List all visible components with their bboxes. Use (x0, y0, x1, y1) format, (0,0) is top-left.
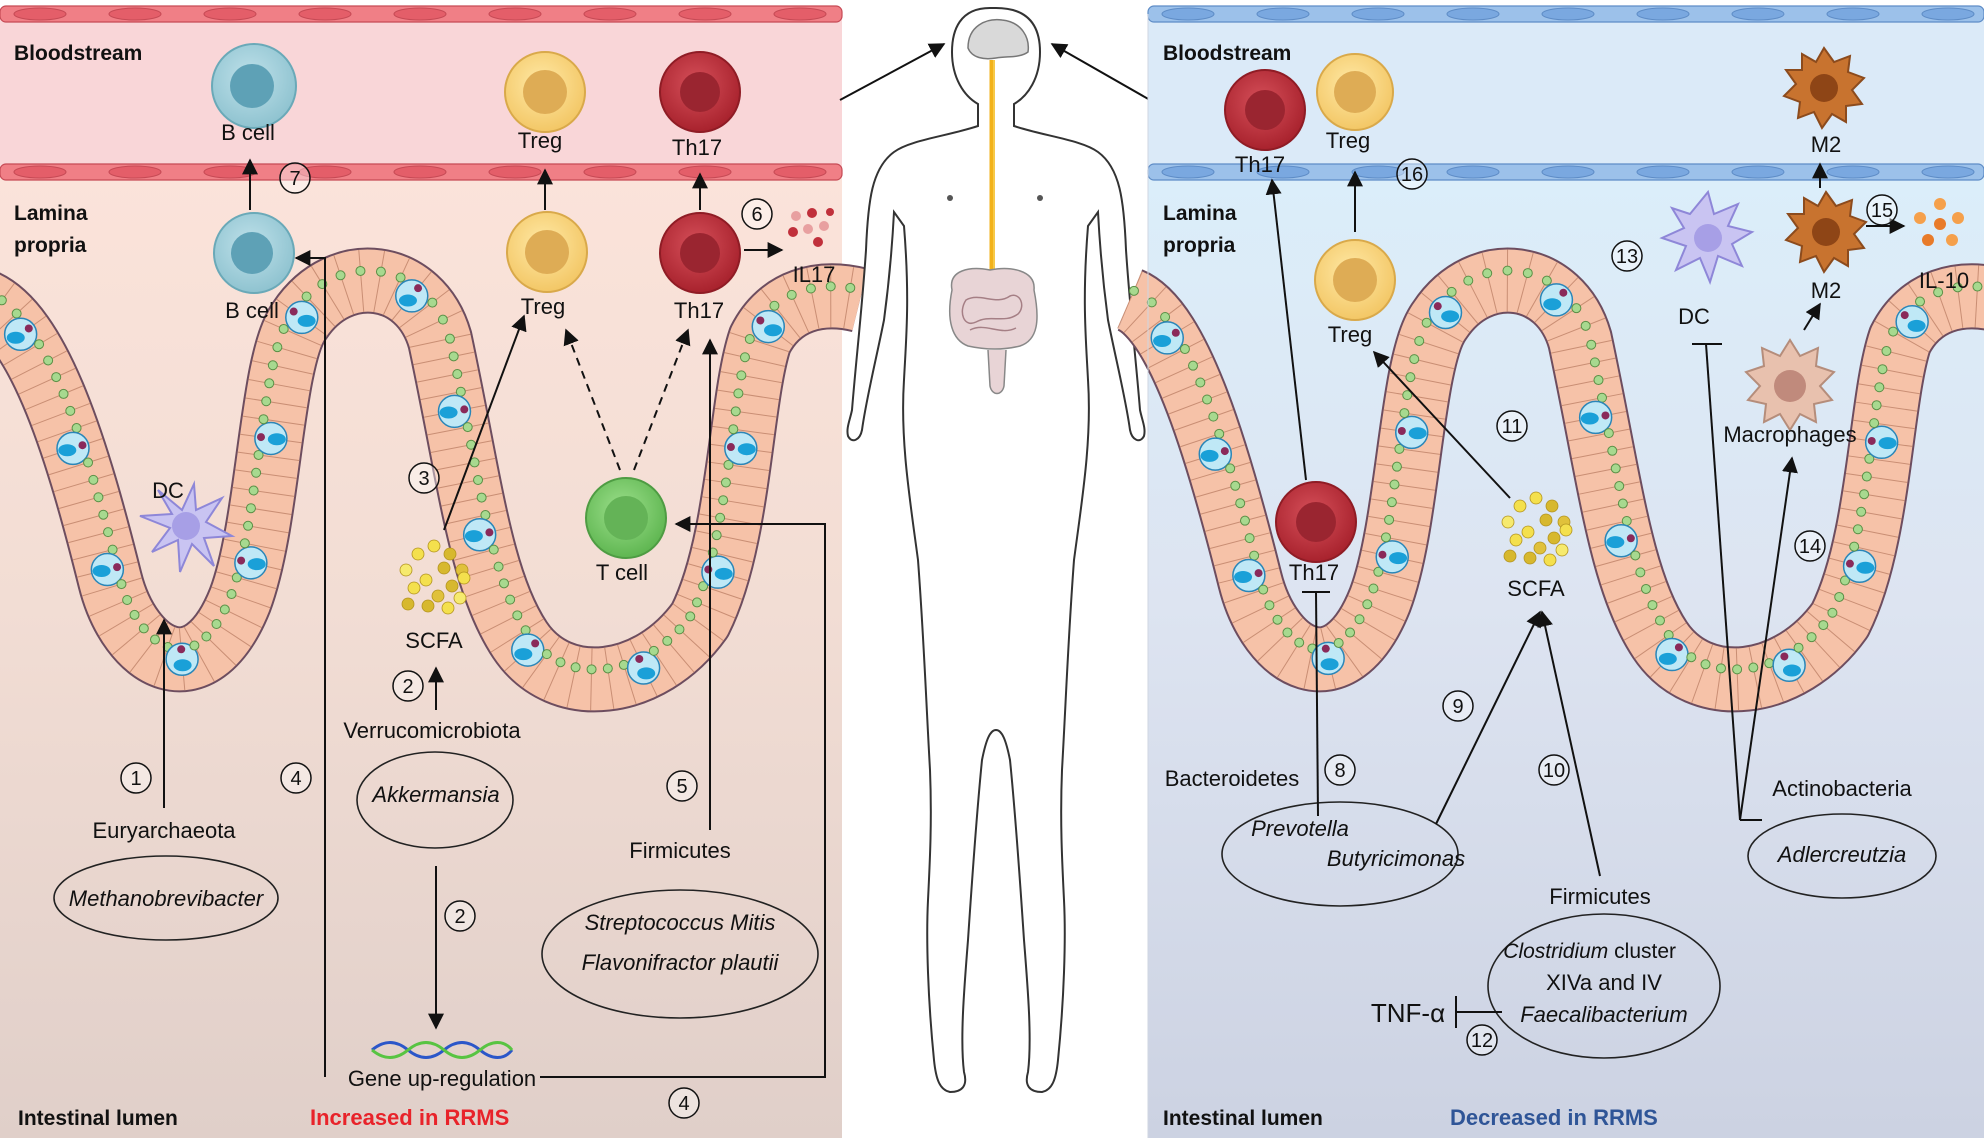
right-panel: Bloodstream Lamina propria Intestinal lu… (1118, 6, 1984, 1138)
left-caption: Increased in RRMS (310, 1105, 509, 1130)
treg-blood-label: Treg (518, 128, 562, 153)
step-13: 13 (1612, 241, 1642, 271)
svg-text:15: 15 (1871, 200, 1893, 222)
svg-text:10: 10 (1543, 760, 1565, 782)
akkermansia-label: Akkermansia (370, 782, 499, 807)
step-5: 5 (667, 771, 697, 801)
step-15: 15 (1867, 195, 1897, 225)
left-panel: Bloodstream Lamina propria Intestinal lu… (0, 6, 860, 1138)
faecalibacterium-label: Faecalibacterium (1520, 1002, 1688, 1027)
methanobrevibacter-label: Methanobrevibacter (69, 886, 265, 911)
gene-upregulation-label: Gene up-regulation (348, 1066, 536, 1091)
human-figure (840, 8, 1150, 1092)
il17-label: IL17 (793, 262, 836, 287)
step-11: 11 (1497, 411, 1527, 441)
b-cell-lp-label: B cell (225, 298, 279, 323)
step-4b: 4 (669, 1088, 699, 1118)
svg-text:3: 3 (418, 468, 429, 490)
step-10: 10 (1539, 755, 1569, 785)
m2-lp-label: M2 (1811, 278, 1842, 303)
il10-label: IL-10 (1919, 268, 1969, 293)
svg-text:12: 12 (1471, 1030, 1493, 1052)
clostridium-line: Clostridium cluster (1503, 940, 1676, 963)
scfa-left-label: SCFA (405, 628, 463, 653)
th17-lp-right-label: Th17 (1289, 560, 1339, 585)
step-2b: 2 (445, 901, 475, 931)
dc-right-label: DC (1678, 304, 1710, 329)
step-6: 6 (742, 199, 772, 229)
step-1: 1 (121, 763, 151, 793)
left-lumen-label: Intestinal lumen (18, 1107, 178, 1130)
step-12: 12 (1467, 1025, 1497, 1055)
svg-text:11: 11 (1502, 416, 1523, 438)
bacteroidetes-label: Bacteroidetes (1165, 766, 1300, 791)
svg-text:9: 9 (1452, 696, 1463, 718)
firmicutes-right-label: Firmicutes (1549, 884, 1650, 909)
step-16: 16 (1397, 159, 1427, 189)
firmicutes-left-label: Firmicutes (629, 838, 730, 863)
m2-blood-label: M2 (1811, 132, 1842, 157)
step-14: 14 (1795, 531, 1825, 561)
treg-lp-right-label: Treg (1328, 322, 1372, 347)
scfa-right-label: SCFA (1507, 576, 1565, 601)
t-cell-label: T cell (596, 560, 648, 585)
svg-text:4: 4 (290, 768, 301, 790)
streptococcus-label: Streptococcus Mitis (585, 910, 776, 935)
step-8: 8 (1325, 755, 1355, 785)
svg-text:14: 14 (1799, 536, 1821, 558)
flavonifractor-label: Flavonifractor plautii (582, 950, 780, 975)
left-lamina-label-1: Lamina (14, 202, 88, 225)
treg-blood-right-label: Treg (1326, 128, 1370, 153)
prevotella-label: Prevotella (1251, 816, 1349, 841)
step-9: 9 (1443, 691, 1473, 721)
svg-text:1: 1 (130, 768, 141, 790)
svg-text:8: 8 (1334, 760, 1345, 782)
euryarchaeota-label: Euryarchaeota (92, 818, 236, 843)
adlercreutzia-label: Adlercreutzia (1776, 842, 1906, 867)
b-cell-blood-label: B cell (221, 120, 275, 145)
butyricimonas-label: Butyricimonas (1327, 846, 1465, 871)
right-lamina-label-1: Lamina (1163, 202, 1237, 225)
th17-blood-label: Th17 (672, 135, 722, 160)
actinobacteria-label: Actinobacteria (1772, 776, 1912, 801)
dc-left-label: DC (152, 478, 184, 503)
step-3: 3 (409, 463, 439, 493)
treg-lp-label: Treg (521, 294, 565, 319)
tnf-alpha-label: TNF-α (1371, 998, 1445, 1028)
xiva-label: XIVa and IV (1546, 970, 1662, 995)
svg-text:2: 2 (402, 676, 413, 698)
right-lumen-label: Intestinal lumen (1163, 1107, 1323, 1130)
step-2a: 2 (393, 671, 423, 701)
svg-text:7: 7 (289, 168, 300, 190)
verrucomicrobiota-label: Verrucomicrobiota (343, 718, 521, 743)
svg-text:16: 16 (1401, 164, 1423, 186)
svg-text:2: 2 (454, 906, 465, 928)
left-lamina-label-2: propria (14, 234, 87, 257)
th17-blood-right-label: Th17 (1235, 152, 1285, 177)
right-caption: Decreased in RRMS (1450, 1105, 1658, 1130)
macrophages-label: Macrophages (1723, 422, 1856, 447)
svg-text:5: 5 (676, 776, 687, 798)
svg-text:4: 4 (678, 1093, 689, 1115)
left-bloodstream-label: Bloodstream (14, 42, 142, 65)
step-7: 7 (280, 163, 310, 193)
step-4a: 4 (281, 763, 311, 793)
svg-text:13: 13 (1616, 246, 1638, 268)
svg-text:6: 6 (751, 204, 762, 226)
th17-lp-label: Th17 (674, 298, 724, 323)
right-lamina-label-2: propria (1163, 234, 1236, 257)
right-bloodstream-label: Bloodstream (1163, 42, 1291, 65)
